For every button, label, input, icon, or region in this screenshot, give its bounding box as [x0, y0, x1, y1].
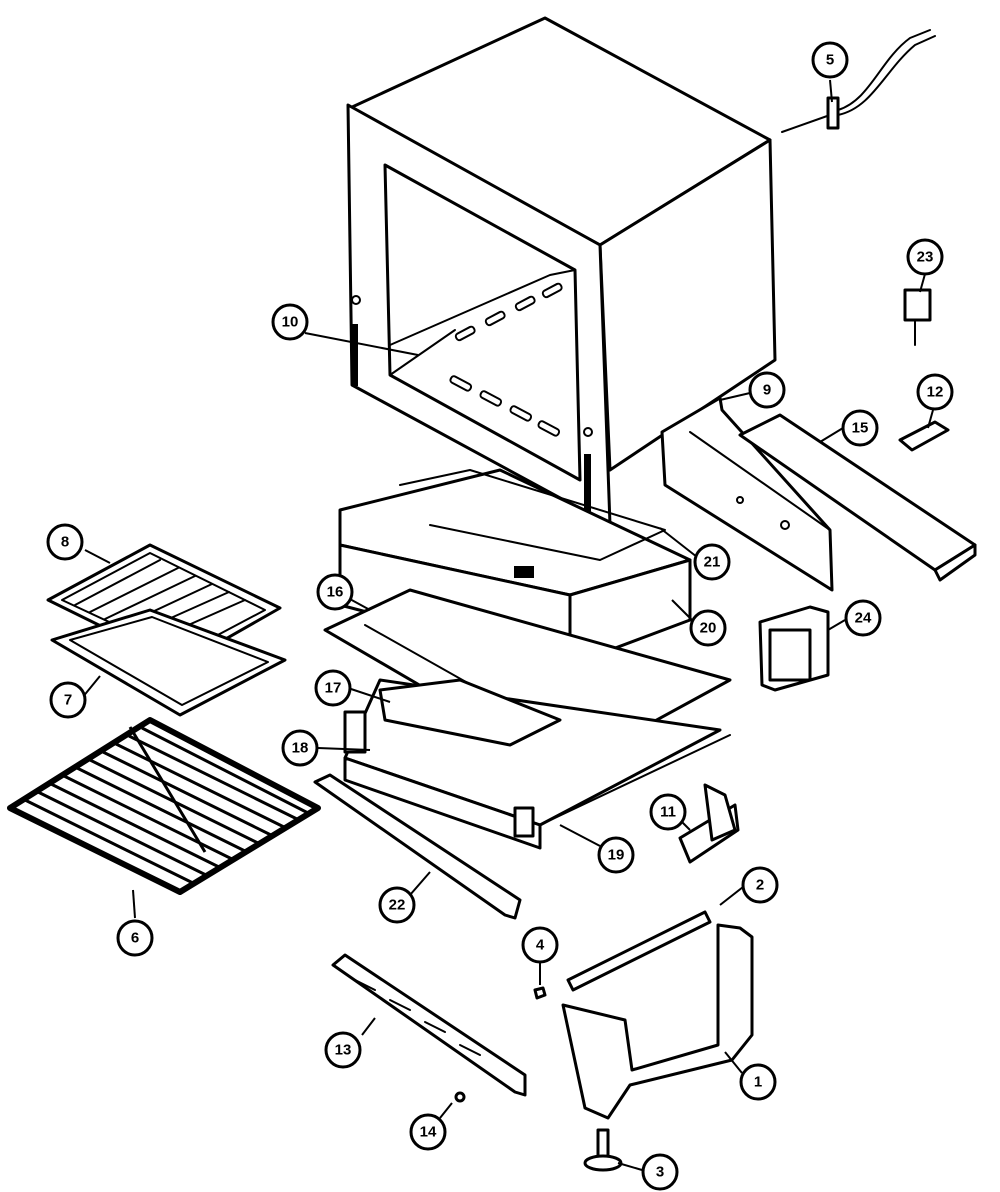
callout-label: 8 — [61, 534, 69, 551]
callout-16: 16 — [316, 573, 354, 611]
callout-label: 13 — [335, 1042, 352, 1059]
callout-label: 9 — [763, 382, 771, 399]
frame-1-drawing — [561, 923, 754, 1120]
terminal-block-12-drawing — [898, 420, 950, 452]
callout-label: 20 — [700, 620, 717, 637]
oven-rack-drawing — [7, 717, 321, 895]
callout-24: 24 — [844, 599, 882, 637]
callout-label: 16 — [327, 584, 344, 601]
callout-2: 2 — [741, 866, 779, 904]
callout-11: 11 — [649, 793, 687, 831]
bracket-24-drawing — [758, 605, 830, 692]
screw-14-drawing — [454, 1091, 466, 1103]
callout-12: 12 — [916, 373, 954, 411]
vent-panel-13-drawing — [331, 953, 527, 1097]
switch-23-drawing — [903, 288, 932, 346]
callout-label: 6 — [131, 930, 139, 947]
power-cord-drawing — [781, 29, 936, 133]
rail-2-drawing — [566, 910, 712, 992]
callout-label: 1 — [754, 1074, 762, 1091]
callout-label: 4 — [536, 937, 545, 954]
callout-14: 14 — [409, 1113, 447, 1151]
bracket-11-drawing — [678, 783, 740, 864]
callout-label: 7 — [64, 692, 72, 709]
drawer-assembly-drawing — [343, 678, 731, 850]
callout-15: 15 — [841, 409, 879, 447]
callout-3: 3 — [641, 1153, 679, 1191]
back-panel-drawing — [660, 396, 834, 592]
callout-label: 19 — [608, 847, 625, 864]
callout-label: 18 — [292, 740, 309, 757]
callout-21: 21 — [693, 543, 731, 581]
callout-18: 18 — [281, 729, 319, 767]
nut-4-drawing — [533, 986, 547, 1000]
callout-label: 10 — [282, 314, 299, 331]
callout-17: 17 — [314, 669, 352, 707]
callout-6: 6 — [116, 919, 154, 957]
callout-9: 9 — [748, 371, 786, 409]
broil-pan-drawing — [46, 543, 287, 717]
callout-label: 24 — [855, 610, 872, 627]
callout-23: 23 — [906, 238, 944, 276]
callout-4: 4 — [521, 926, 559, 964]
callout-8: 8 — [46, 523, 84, 561]
leveling-leg-3-drawing — [583, 1128, 623, 1172]
callout-label: 17 — [325, 680, 342, 697]
bracket-15-drawing — [738, 413, 977, 582]
oven-cavity-drawing — [346, 16, 777, 527]
callout-20: 20 — [689, 609, 727, 647]
callout-label: 12 — [927, 384, 944, 401]
trim-strip-drawing — [313, 773, 522, 920]
callout-1: 1 — [739, 1063, 777, 1101]
callout-22: 22 — [378, 886, 416, 924]
leader-lines — [81, 79, 934, 1171]
callout-label: 3 — [656, 1164, 664, 1181]
callout-13: 13 — [324, 1031, 362, 1069]
callout-10: 10 — [271, 303, 309, 341]
callout-label: 2 — [756, 877, 764, 894]
callout-label: 21 — [704, 554, 721, 571]
callout-label: 11 — [660, 804, 676, 821]
callout-label: 14 — [420, 1124, 437, 1141]
callout-7: 7 — [49, 681, 87, 719]
callout-5: 5 — [811, 41, 849, 79]
callout-label: 5 — [826, 52, 834, 69]
callout-label: 22 — [389, 897, 406, 914]
callout-19: 19 — [597, 836, 635, 874]
callout-label: 23 — [917, 249, 934, 266]
callout-label: 15 — [852, 420, 869, 437]
